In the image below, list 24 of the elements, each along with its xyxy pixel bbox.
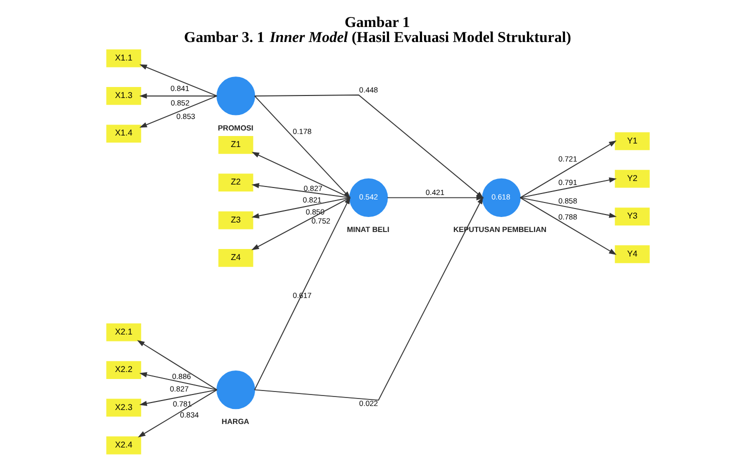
edge-label: 0.791 xyxy=(558,178,578,187)
edge-label: 0.421 xyxy=(426,188,444,198)
edge-label: 0.858 xyxy=(558,196,578,206)
edge-label: 0.853 xyxy=(176,112,196,121)
edge-label: 0.841 xyxy=(170,84,190,94)
edge-label: 0.852 xyxy=(170,98,190,108)
edge-label: 0.178 xyxy=(292,127,312,136)
caption: Gambar 3. 1 Inner Model (Hasil Evaluasi Model Struktural) xyxy=(184,30,572,46)
edge-label: 0.721 xyxy=(558,154,578,164)
edge-label: 0.788 xyxy=(558,212,578,222)
node-label: HARGA xyxy=(222,417,250,426)
edge-label: 0.834 xyxy=(180,410,199,420)
diagram-title: Gambar 1 xyxy=(344,15,410,32)
edge-label: 0.448 xyxy=(359,86,378,95)
node-label: PROMOSI xyxy=(218,123,254,132)
node-label: MINAT BELI xyxy=(346,224,390,234)
edge-label: 0.850 xyxy=(306,207,325,216)
edge-label: 0.827 xyxy=(304,184,322,193)
edge-label: 0.821 xyxy=(302,195,322,204)
edge-label: 0.022 xyxy=(359,399,378,408)
edge-label: 0.827 xyxy=(170,384,189,394)
edge-label: 0.752 xyxy=(312,216,330,226)
edge-label: 0.886 xyxy=(172,372,191,381)
edge-label: 0.781 xyxy=(172,399,192,408)
